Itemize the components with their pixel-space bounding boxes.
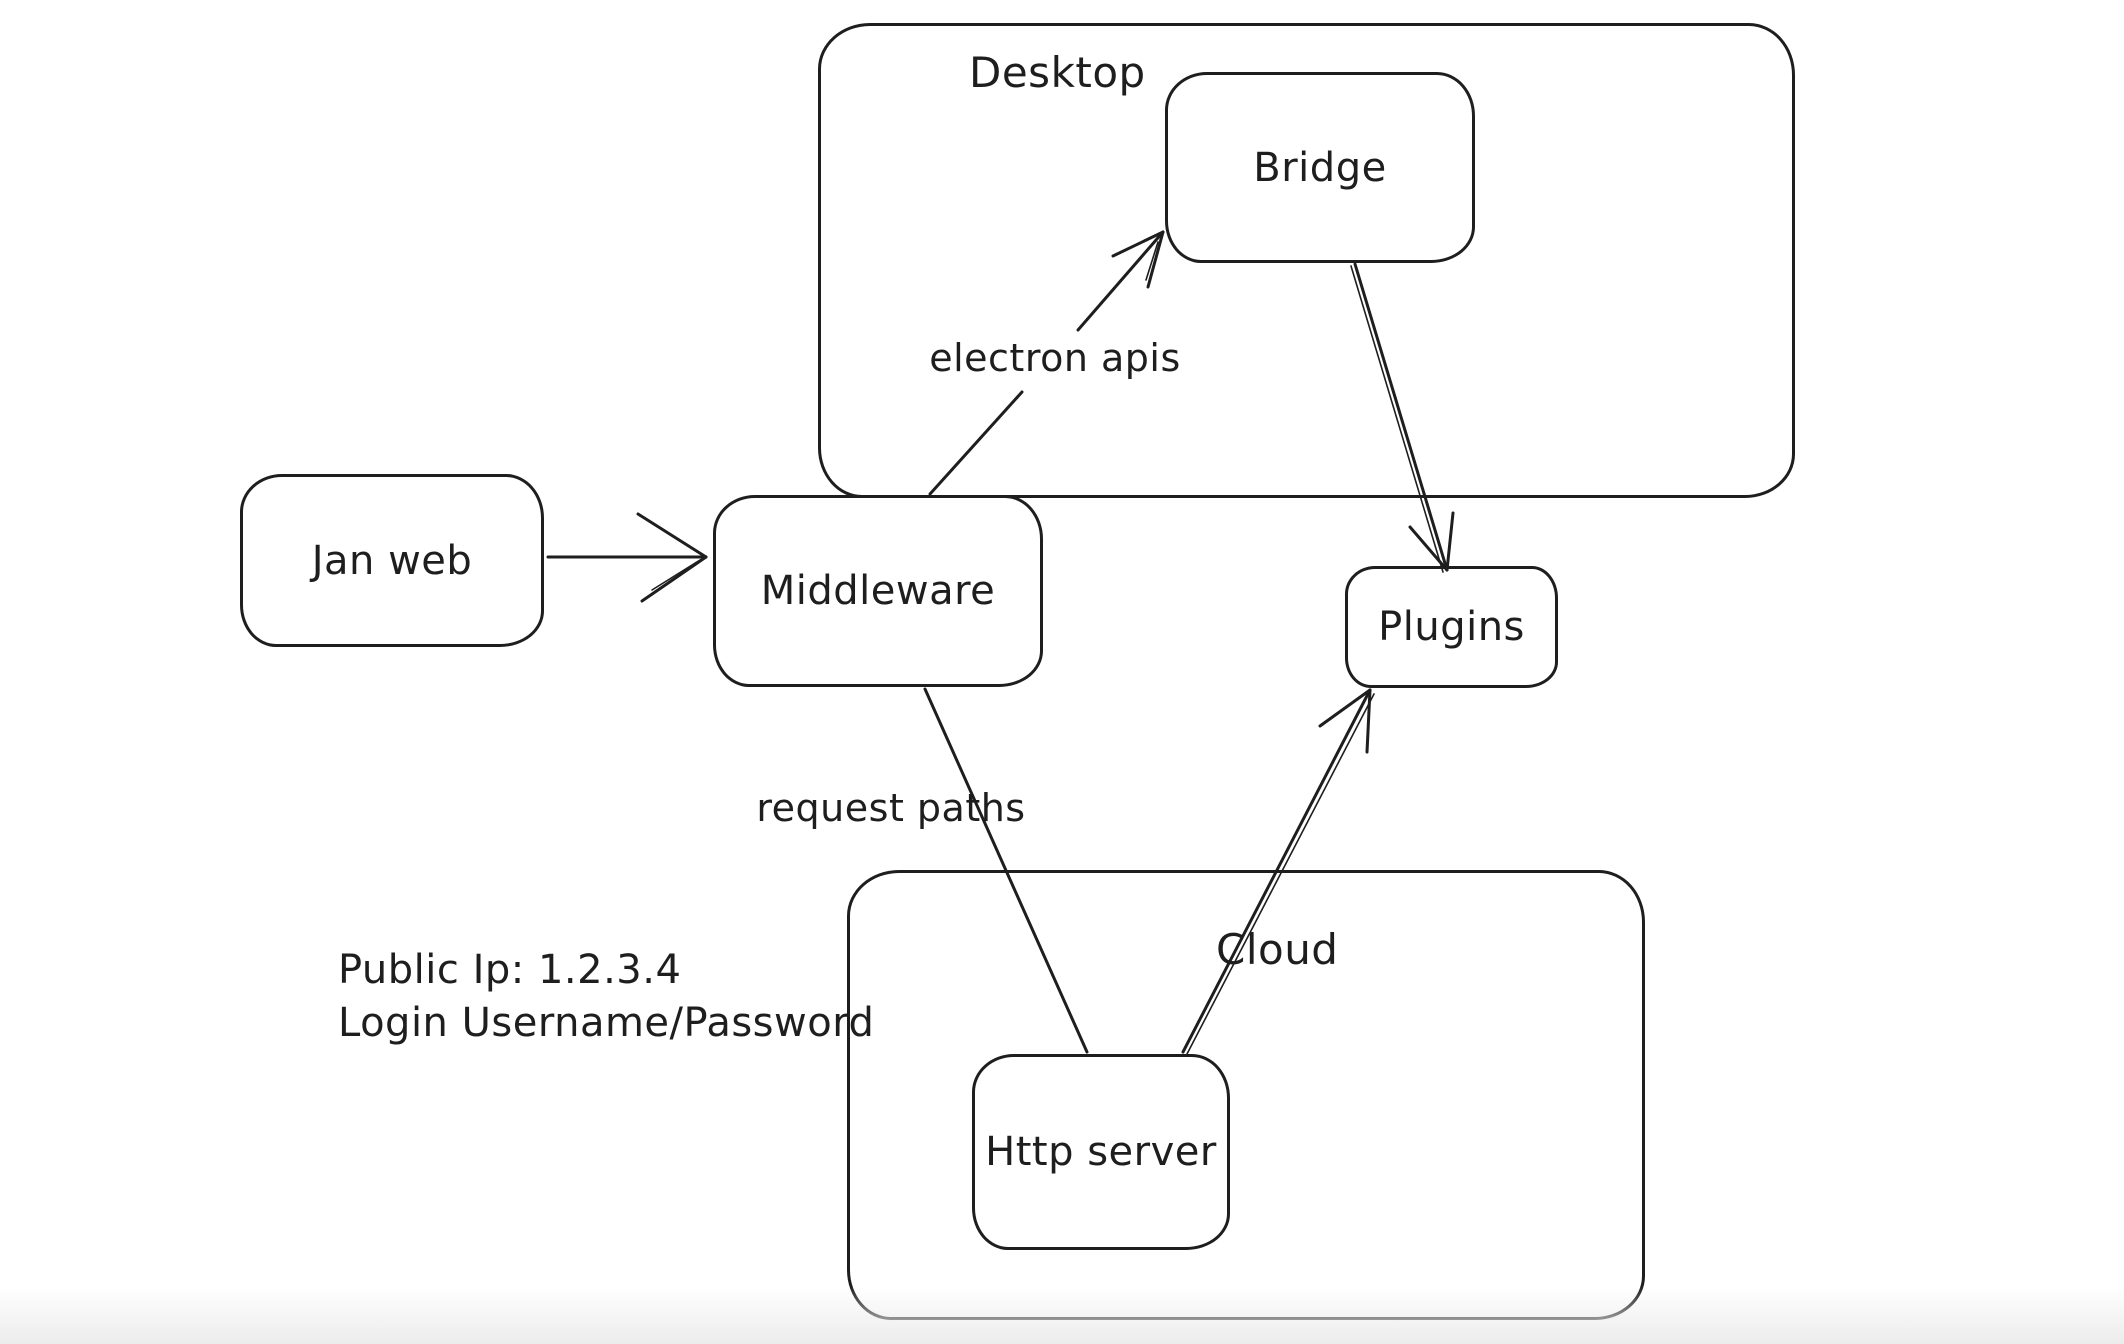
node-bridge-label: Bridge <box>1253 144 1387 191</box>
arrow-middleware-to-httpserver[interactable] <box>923 687 1089 1054</box>
edge-label-request-paths[interactable]: request paths <box>756 786 1026 830</box>
edge-label-electron-apis[interactable]: electron apis <box>929 336 1181 380</box>
node-bridge[interactable]: Bridge <box>1165 72 1475 263</box>
container-cloud[interactable]: Cloud <box>847 870 1645 1320</box>
node-plugins[interactable]: Plugins <box>1345 566 1558 688</box>
annotation-line-1: Public Ip: 1.2.3.4 <box>338 947 682 993</box>
node-middleware-label: Middleware <box>760 568 996 614</box>
container-desktop-label: Desktop <box>969 48 1146 97</box>
annotation-public-ip[interactable]: Public Ip: 1.2.3.4 Login Username/Passwo… <box>338 944 874 1050</box>
node-jan-web-label: Jan web <box>311 537 473 584</box>
arrow-janweb-to-middleware[interactable] <box>546 512 708 603</box>
node-jan-web[interactable]: Jan web <box>240 474 544 647</box>
node-http-server[interactable]: Http server <box>972 1054 1230 1250</box>
arrow-middleware-to-bridge[interactable] <box>928 230 1165 496</box>
container-desktop[interactable]: Desktop <box>818 23 1795 498</box>
annotation-line-2: Login Username/Password <box>338 999 875 1046</box>
node-http-server-label: Http server <box>985 1129 1217 1175</box>
node-middleware[interactable]: Middleware <box>713 495 1043 687</box>
node-plugins-label: Plugins <box>1378 604 1525 650</box>
arrow-httpserver-to-plugins[interactable] <box>1181 688 1375 1055</box>
canvas-bottom-edge <box>0 1286 2124 1344</box>
arrow-bridge-to-plugins[interactable] <box>1350 262 1455 573</box>
